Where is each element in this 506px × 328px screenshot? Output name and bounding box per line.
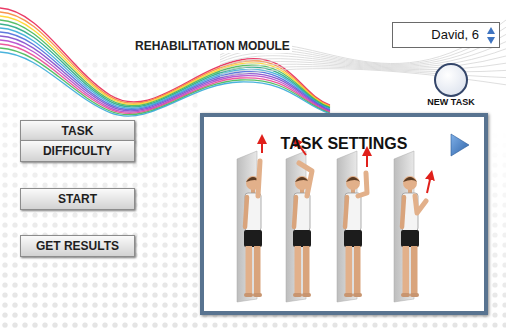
node-label: TASK SETTINGS xyxy=(204,135,484,153)
node-label: David, 6 xyxy=(431,27,479,42)
node-label: GET RESULTS xyxy=(36,239,119,253)
node-label: START xyxy=(58,192,97,206)
settings-panel: TASK SETTINGS xyxy=(200,113,488,315)
node-label: DIFFICULTY xyxy=(43,144,112,158)
round-button xyxy=(420,62,482,98)
node-label: NEW TASK xyxy=(420,97,482,107)
new-task-button: NEW TASK xyxy=(420,62,482,108)
menu-button: TASK xyxy=(20,120,135,142)
user-dropdown: David, 6 xyxy=(392,22,500,48)
menu-button: GET RESULTS xyxy=(20,235,135,257)
menu-button: START xyxy=(20,188,135,210)
menu-button: DIFFICULTY xyxy=(20,140,135,162)
node-label: TASK xyxy=(62,124,94,138)
module-title: REHABILITATION MODULE xyxy=(133,39,292,53)
